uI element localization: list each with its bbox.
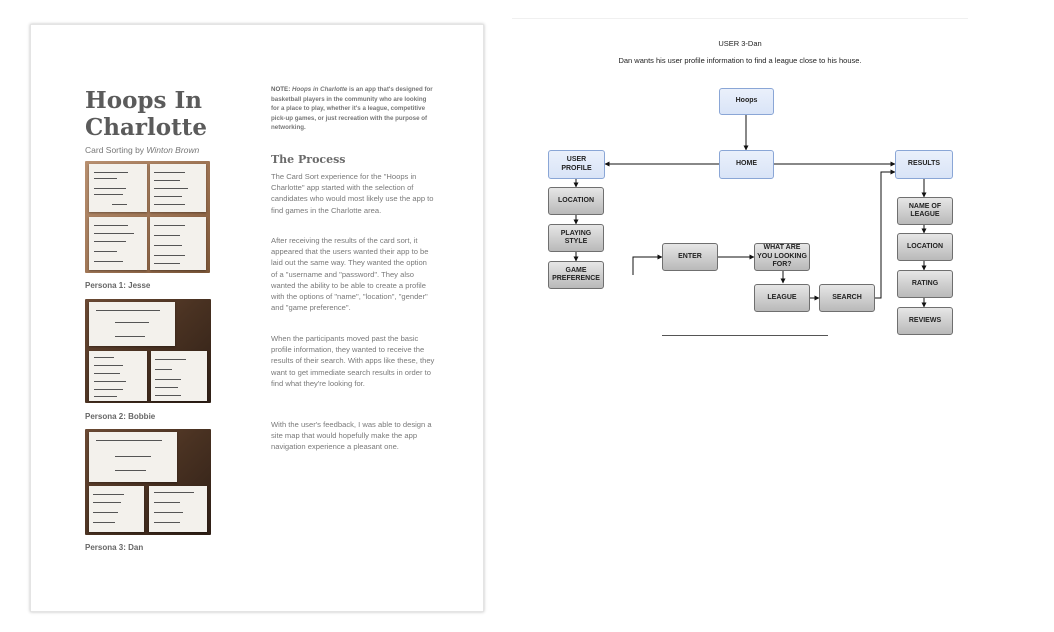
site-map-page: USER 3-Dan Dan wants his user profile in… — [512, 18, 968, 349]
results-node: RESULTS — [895, 150, 953, 179]
card-sorting-page: Hoops In Charlotte Card Sorting by Winto… — [30, 24, 484, 612]
process-heading: The Process — [271, 153, 346, 166]
what-are-you-looking-for-node: WHAT ARE YOU LOOKING FOR? — [754, 243, 810, 271]
persona-3-card-sort-photo — [85, 429, 211, 535]
process-paragraph-2: After receiving the results of the card … — [271, 236, 429, 313]
byline-author: Winton Brown — [146, 145, 200, 155]
site-map-connectors — [573, 115, 927, 308]
byline-prefix: Card Sorting by — [85, 145, 147, 155]
search-node: SEARCH — [819, 284, 875, 312]
home-node: HOME — [719, 150, 774, 179]
reviews-node: REVIEWS — [897, 307, 953, 335]
rating-node: RATING — [897, 270, 953, 298]
note-app-name: Hoops in Charlotte — [291, 86, 348, 93]
playing-style-node: PLAYING STYLE — [548, 224, 604, 252]
process-paragraph-4: With the user's feedback, I was able to … — [271, 420, 432, 452]
byline: Card Sorting by Winton Brown — [85, 145, 199, 155]
location-node: LOCATION — [548, 187, 604, 215]
app-note: NOTE: Hoops in Charlotte is an app that'… — [271, 85, 433, 133]
enter-node: ENTER — [662, 243, 718, 271]
location-results-node: LOCATION — [897, 233, 953, 261]
league-node: LEAGUE — [754, 284, 810, 312]
note-text: is an app that's designed for basketball… — [271, 86, 433, 132]
divider-line — [662, 335, 828, 336]
hoops-node: Hoops — [719, 88, 774, 115]
note-label: NOTE: — [271, 86, 291, 93]
name-of-league-node: NAME OF LEAGUE — [897, 197, 953, 225]
persona-2-card-sort-photo — [85, 299, 211, 403]
game-preference-node: GAME PREFERENCE — [548, 261, 604, 289]
persona-2-label: Persona 2: Bobbie — [85, 412, 156, 421]
user-heading: USER 3-Dan — [718, 39, 762, 48]
process-paragraph-3: When the participants moved past the bas… — [271, 334, 435, 388]
persona-3-label: Persona 3: Dan — [85, 543, 144, 552]
page-title: Hoops In Charlotte — [85, 87, 208, 141]
user-description: Dan wants his user profile information t… — [618, 56, 862, 65]
persona-1-label: Persona 1: Jesse — [85, 281, 151, 290]
persona-1-card-sort-photo — [85, 161, 210, 273]
user-profile-node: USER PROFILE — [548, 150, 605, 179]
process-paragraph-1: The Card Sort experience for the "Hoops … — [271, 172, 434, 215]
